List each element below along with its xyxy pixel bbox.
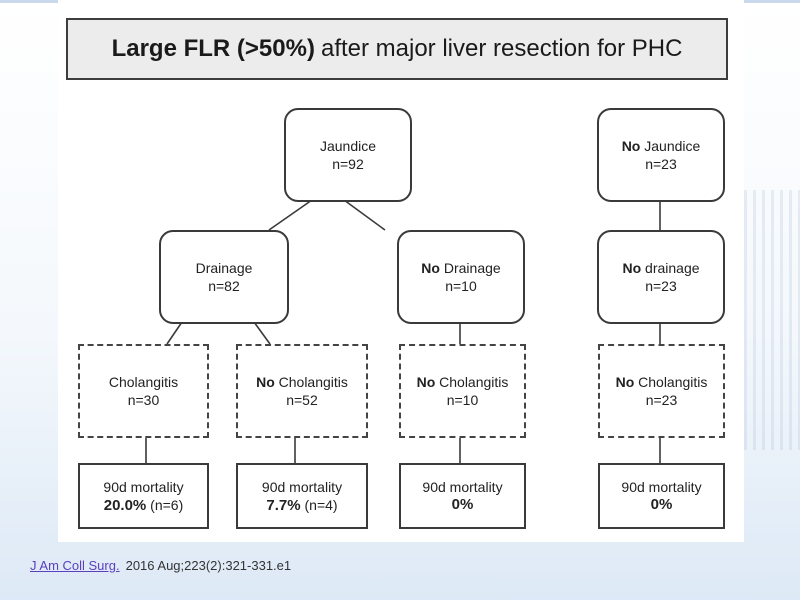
- background-decoration: [744, 190, 800, 450]
- node-no-cholangitis-c-n: n=23: [645, 392, 678, 408]
- tree-connectors: [145, 199, 661, 463]
- node-mortality-2-value: 7.7%: [266, 496, 301, 514]
- node-no-drainage-right-prefix: No: [622, 260, 642, 276]
- node-no-cholangitis-b-label: Cholangitis: [439, 374, 509, 390]
- node-no-jaundice-label: Jaundice: [644, 138, 701, 154]
- node-jaundice-label: Jaundice: [319, 138, 377, 154]
- title-rest: after major liver resection for PHC: [320, 35, 683, 62]
- node-no-cholangitis-a-n: n=52: [286, 392, 318, 408]
- node-no-cholangitis-b: No Cholangitis n=10: [399, 344, 526, 438]
- edge-jaundice-no-drainage: [343, 199, 386, 231]
- node-no-cholangitis-c-label: Cholangitis: [638, 374, 708, 390]
- node-mortality-4: 90d mortality 0%: [598, 463, 725, 529]
- edge-jaundice-drainage: [268, 199, 313, 231]
- title-bold: Large FLR (>50%): [111, 35, 315, 62]
- node-mortality-2-label: 90d mortality: [261, 478, 343, 495]
- node-no-drainage-right-n: n=23: [645, 278, 677, 294]
- node-no-jaundice: No Jaundice n=23: [597, 108, 725, 202]
- node-mortality-1-detail: (n=6): [150, 496, 184, 513]
- node-cholangitis-n: n=30: [127, 392, 160, 408]
- node-mortality-4-label: 90d mortality: [621, 479, 702, 495]
- node-no-cholangitis-b-prefix: No: [416, 374, 436, 390]
- node-mortality-3-value: 0%: [451, 496, 474, 513]
- node-drainage-n: n=82: [208, 278, 240, 294]
- node-mortality-1-label: 90d mortality: [103, 478, 184, 495]
- node-mortality-3: 90d mortality 0%: [399, 463, 526, 529]
- node-mortality-1-value: 20.0%: [103, 496, 147, 514]
- node-no-cholangitis-b-n: n=10: [446, 392, 479, 408]
- node-drainage: Drainage n=82: [159, 230, 289, 324]
- node-jaundice: Jaundice n=92: [284, 108, 412, 202]
- edge-drainage-no-cholangitis: [253, 321, 271, 345]
- node-no-jaundice-prefix: No: [621, 138, 641, 154]
- node-mortality-2-detail: (n=4): [304, 496, 338, 513]
- node-no-drainage-right-label: drainage: [645, 260, 700, 276]
- citation-reference: 2016 Aug;223(2):321-331.e1: [125, 558, 292, 573]
- node-no-drainage-left: No Drainage n=10: [397, 230, 525, 324]
- node-no-cholangitis-a: No Cholangitis n=52: [236, 344, 368, 438]
- node-no-cholangitis-c-prefix: No: [615, 374, 635, 390]
- node-no-drainage-left-prefix: No: [421, 260, 440, 276]
- node-drainage-label: Drainage: [195, 260, 253, 276]
- node-no-drainage-left-label: Drainage: [443, 260, 501, 276]
- title-box: Large FLR (>50%) after major liver resec…: [66, 18, 728, 80]
- node-mortality-4-value: 0%: [650, 496, 673, 513]
- node-mortality-1: 90d mortality 20.0% (n=6): [78, 463, 209, 529]
- node-no-drainage-right: No drainage n=23: [597, 230, 725, 324]
- diagram-panel: Large FLR (>50%) after major liver resec…: [58, 0, 744, 542]
- citation-journal-link[interactable]: J Am Coll Surg.: [30, 558, 120, 573]
- edge-drainage-cholangitis: [166, 321, 183, 345]
- node-mortality-2: 90d mortality 7.7% (n=4): [236, 463, 368, 529]
- node-jaundice-n: n=92: [332, 156, 364, 172]
- node-no-cholangitis-a-prefix: No: [256, 374, 275, 390]
- node-cholangitis-label: Cholangitis: [108, 374, 179, 390]
- node-no-cholangitis-c: No Cholangitis n=23: [598, 344, 725, 438]
- node-mortality-3-label: 90d mortality: [422, 479, 503, 495]
- node-cholangitis: Cholangitis n=30: [78, 344, 209, 438]
- citation: J Am Coll Surg. 2016 Aug;223(2):321-331.e…: [30, 558, 291, 573]
- node-no-cholangitis-a-label: Cholangitis: [278, 374, 348, 390]
- node-no-jaundice-n: n=23: [645, 156, 677, 172]
- node-no-drainage-left-n: n=10: [445, 278, 477, 294]
